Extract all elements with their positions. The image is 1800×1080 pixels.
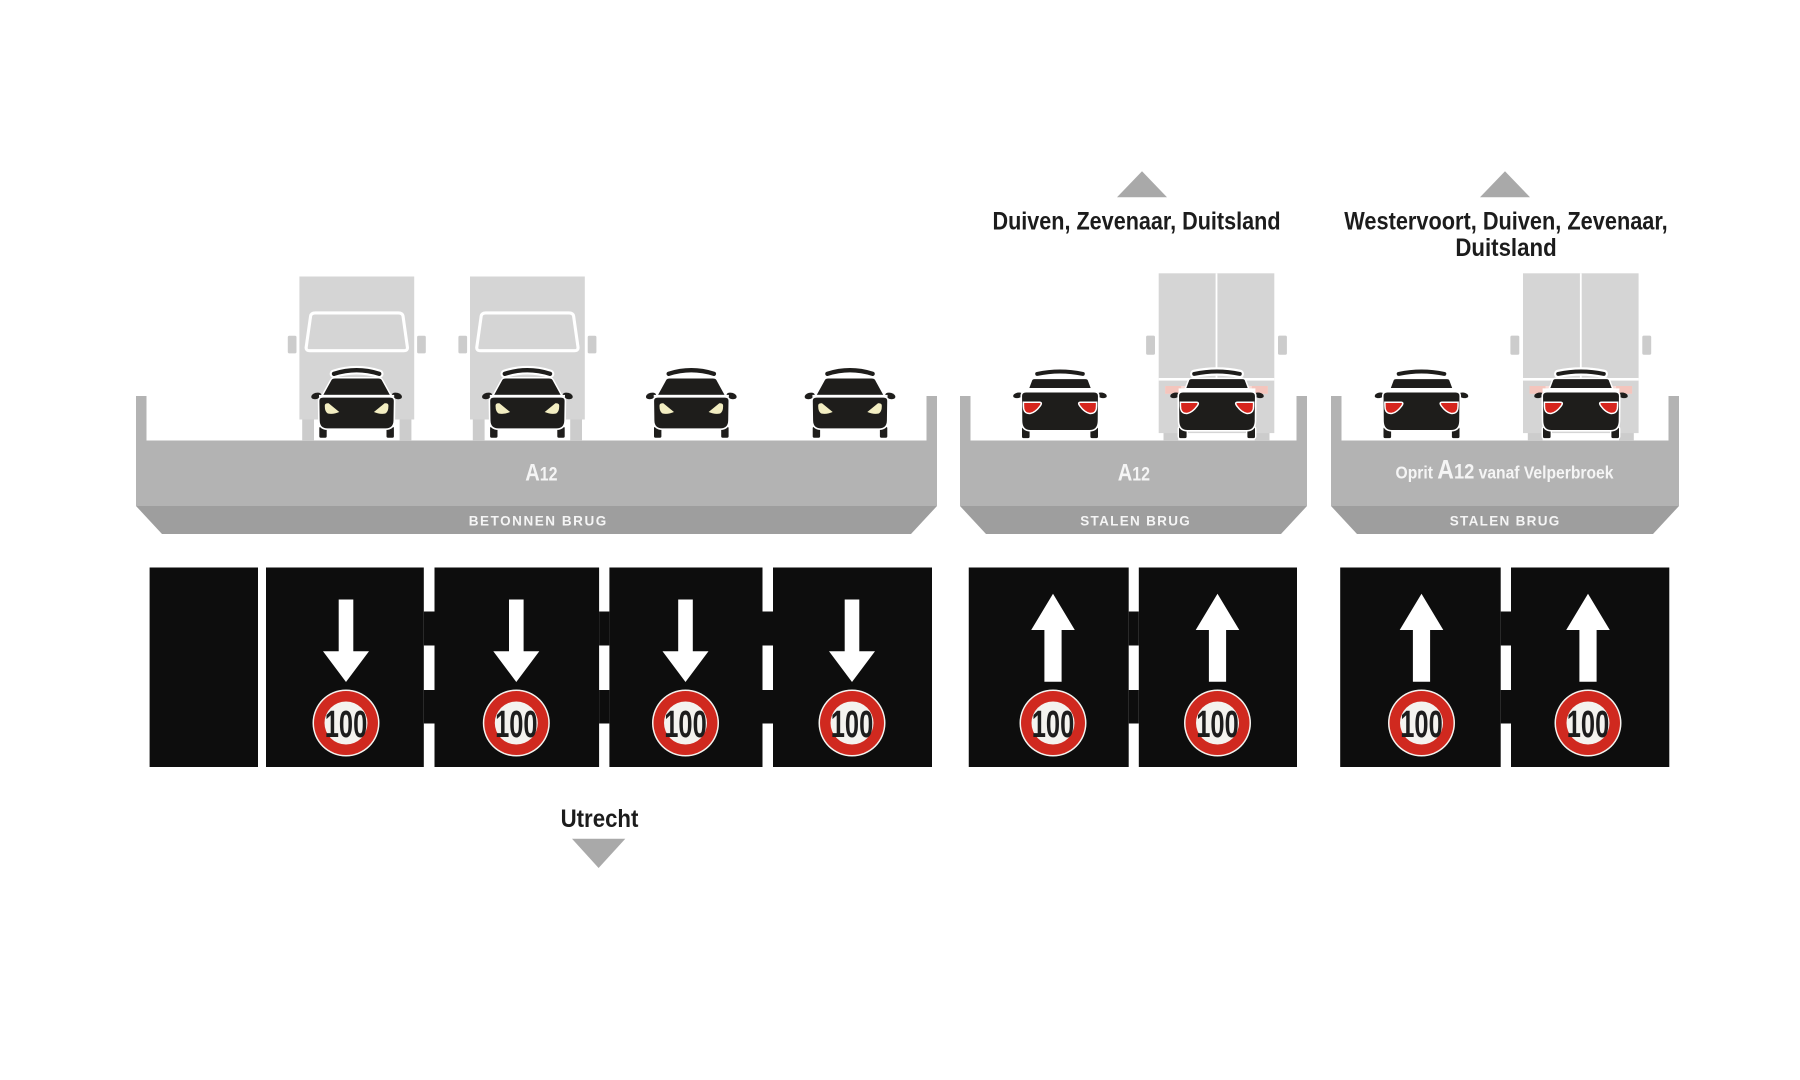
svg-text:Westervoort, Duiven, Zevenaar,: Westervoort, Duiven, Zevenaar, <box>1344 207 1667 235</box>
svg-text:STALEN BRUG: STALEN BRUG <box>1450 514 1560 529</box>
svg-text:STALEN BRUG: STALEN BRUG <box>1080 514 1190 529</box>
svg-text:Duitsland: Duitsland <box>1455 235 1556 262</box>
svg-text:A12: A12 <box>1118 459 1151 486</box>
svg-text:A12: A12 <box>525 459 558 486</box>
svg-text:Duiven, Zevenaar, Duitsland: Duiven, Zevenaar, Duitsland <box>992 207 1280 235</box>
svg-text:Utrecht: Utrecht <box>561 806 639 833</box>
